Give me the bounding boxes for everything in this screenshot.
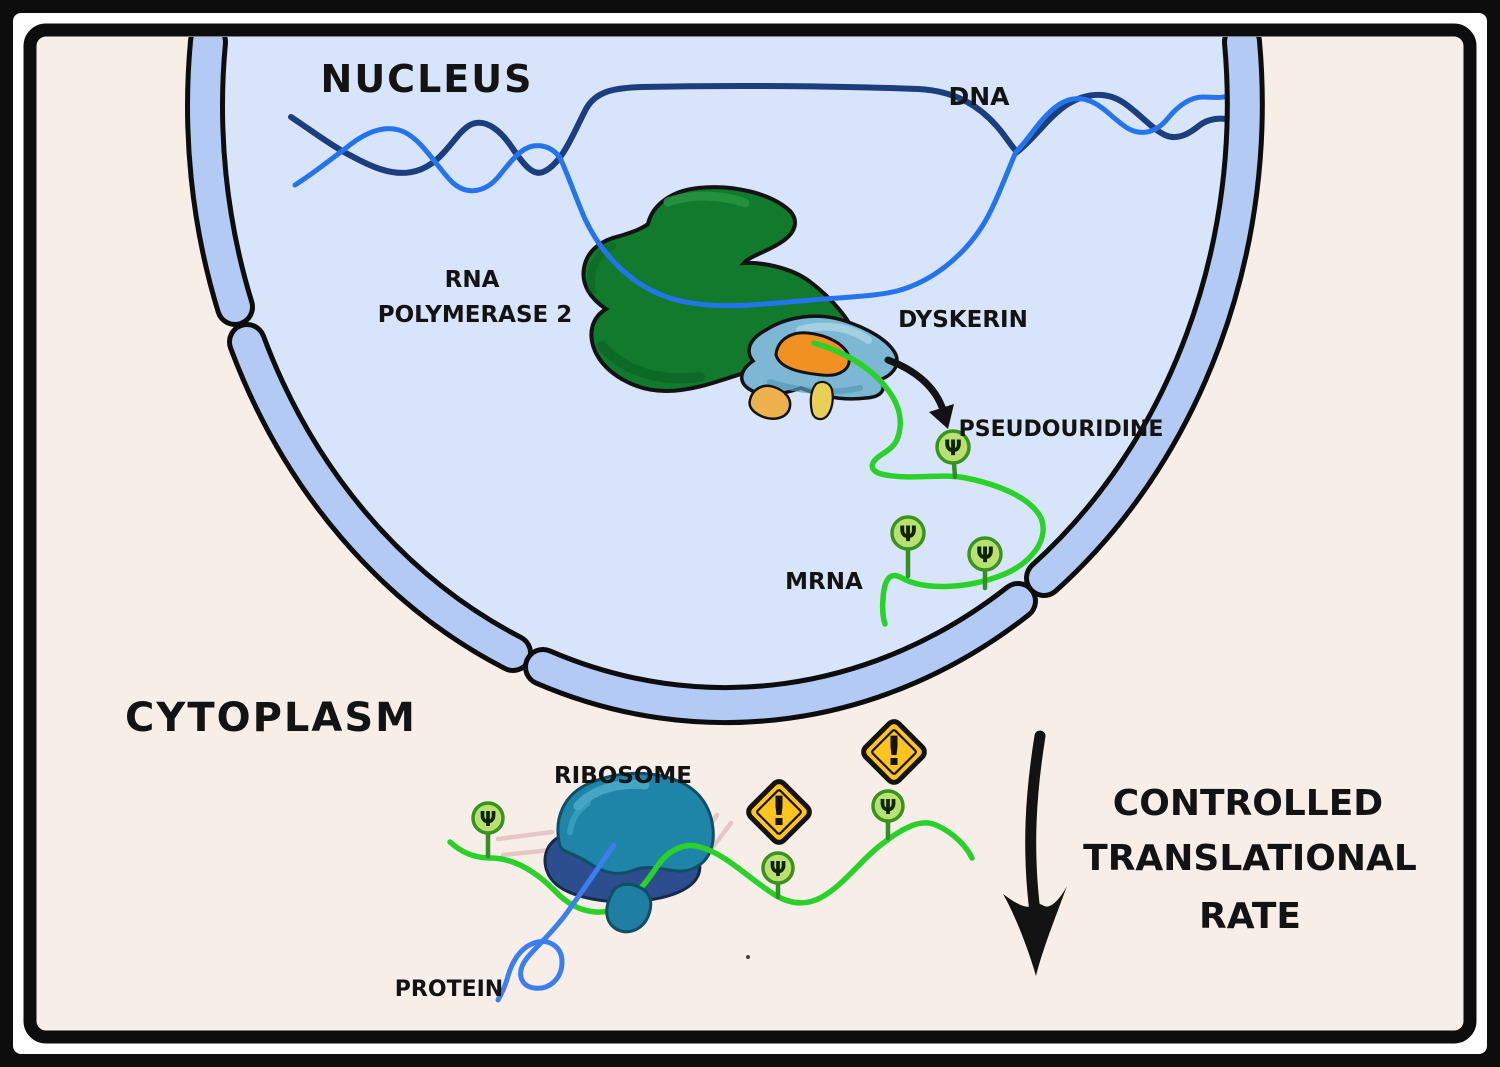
- psi-circle: [890, 515, 926, 551]
- envelope-segment: [232, 327, 528, 668]
- pseudouridine-mark: Ψ: [761, 851, 795, 900]
- warning-exclamation: !: [885, 729, 903, 775]
- psi-circle: [471, 801, 505, 835]
- envelope-segment: [1029, 37, 1260, 593]
- cytoplasm-label: CYTOPLASM: [125, 695, 417, 741]
- psi-circle: [871, 789, 905, 823]
- psi-symbol-icon: Ψ: [944, 436, 962, 460]
- dyskerin-arrow: [884, 356, 947, 414]
- pseudouridine-mark: Ψ: [471, 801, 505, 859]
- warning-diamond-inner: [756, 789, 802, 835]
- outcome-label-line3: RATE: [1199, 896, 1301, 937]
- psi-symbol-icon: Ψ: [976, 543, 994, 567]
- dyskerin-arrowhead-icon: [929, 404, 954, 429]
- pseudouridine-mark: Ψ: [967, 536, 1003, 591]
- mrna-strand-nucleus: [811, 340, 1046, 627]
- mrna-label: MRNA: [785, 569, 863, 595]
- psi-circle: [935, 429, 971, 465]
- ribosome-highlight: [573, 779, 650, 811]
- envelope-segment: [528, 586, 1033, 721]
- protein-strand: [495, 842, 617, 1003]
- yellow-subunit-blob: [809, 380, 834, 421]
- amber-subunit-blob: [748, 384, 792, 420]
- rna-polymerase-label-line2: POLYMERASE 2: [378, 302, 573, 328]
- pseudouridine-mark: Ψ: [935, 429, 971, 480]
- warning-sign-icon: !: [746, 779, 812, 845]
- ribosome-highlight-small: [567, 800, 591, 835]
- protein-label: PROTEIN: [395, 977, 503, 1002]
- envelope-segment: [190, 37, 250, 322]
- outcome-label-line2: TRANSLATIONAL: [1083, 838, 1417, 879]
- dyskerin-label: DYSKERIN: [898, 307, 1028, 333]
- polymerase-shading: [597, 341, 705, 384]
- down-arrow-icon: [1003, 730, 1067, 976]
- warning-diamond: [746, 779, 812, 845]
- psi-symbol-icon: Ψ: [880, 795, 897, 819]
- outcome-label-line1: CONTROLLED: [1113, 783, 1383, 824]
- psi-stem: [951, 460, 958, 480]
- rna-polymerase-label-line1: RNA: [445, 267, 500, 293]
- dna-label: DNA: [948, 82, 1010, 111]
- mrna-strand-cytoplasm: [447, 820, 975, 915]
- nuclear-envelope: [185, 37, 1265, 726]
- dna-strand-dark: [288, 82, 1235, 176]
- pseudouridine-label: PSEUDOURIDINE: [959, 417, 1164, 442]
- warning-exclamation: !: [770, 789, 788, 835]
- pseudouridine-mark: Ψ: [871, 789, 905, 841]
- ink-dot: [746, 955, 750, 959]
- psi-symbol-icon: Ψ: [770, 857, 787, 881]
- warning-diamond: [861, 719, 927, 785]
- down-arrow-shaft: [1025, 730, 1046, 918]
- psi-circle: [967, 536, 1003, 572]
- polymerase-highlight: [663, 191, 750, 208]
- speed-line: [495, 829, 555, 842]
- ribosome-bottom-lobe: [605, 882, 653, 934]
- polymerase-shading-left: [587, 242, 616, 294]
- dyskerin-highlight: [796, 322, 872, 344]
- panel-content: Ψ Ψ Ψ: [125, 37, 1417, 1003]
- ribosome-label: RIBOSOME: [554, 763, 692, 789]
- psi-circle: [761, 851, 795, 885]
- warning-sign-icon: !: [861, 719, 927, 785]
- nucleus-label: NUCLEUS: [321, 57, 534, 101]
- down-arrow-head: [1003, 886, 1067, 976]
- dna-strand-bright: [292, 89, 1239, 309]
- nucleus-interior: [205, 37, 1245, 705]
- warning-diamond-inner: [871, 729, 917, 775]
- psi-symbol-icon: Ψ: [480, 807, 497, 831]
- pseudouridine-mark: Ψ: [890, 515, 926, 579]
- speed-line: [710, 820, 734, 850]
- psi-symbol-icon: Ψ: [899, 522, 917, 546]
